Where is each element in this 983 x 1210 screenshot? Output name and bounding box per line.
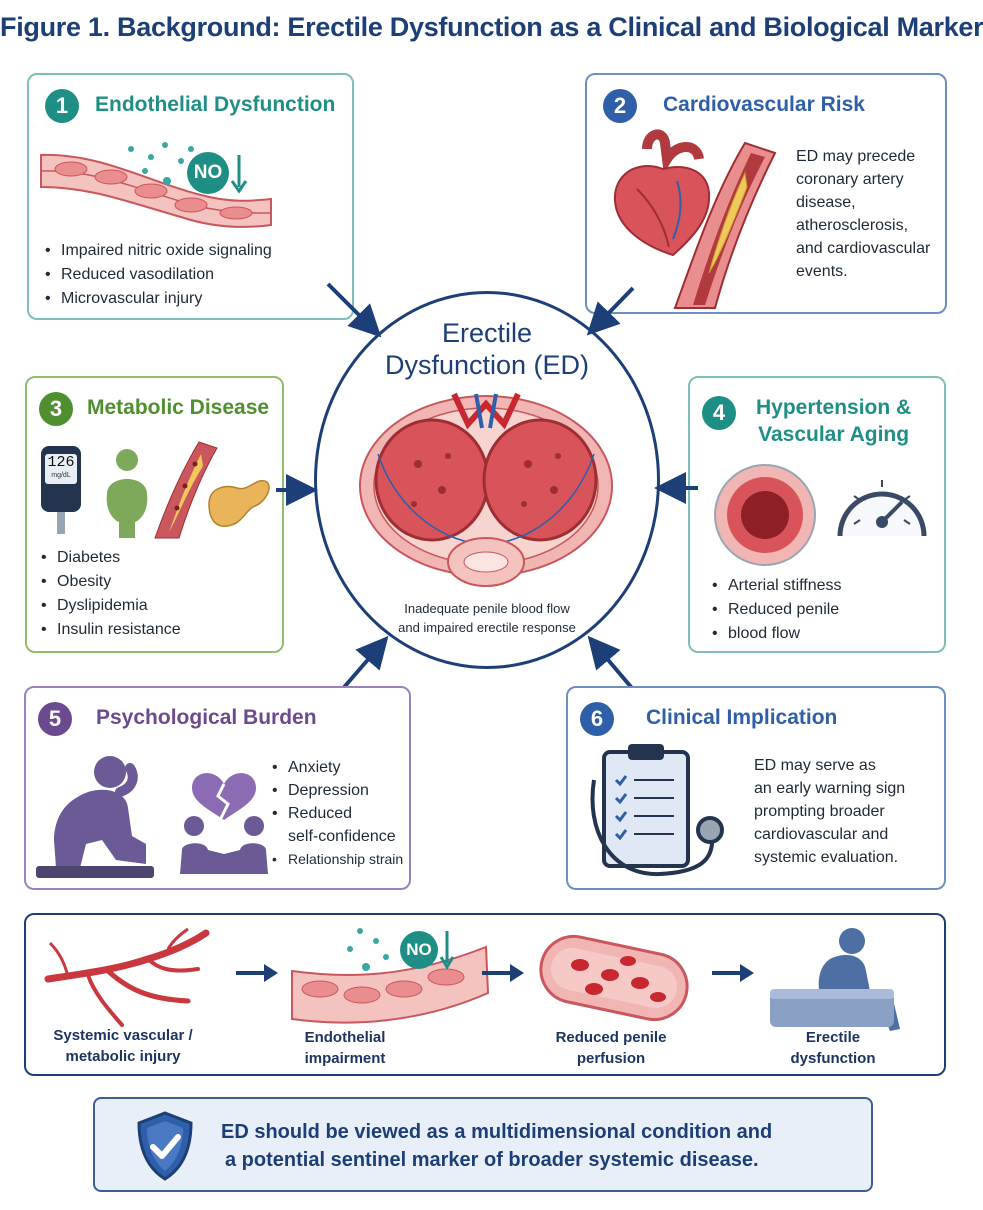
obesity-figure-icon xyxy=(106,449,148,538)
panel-title-psychological: Psychological Burden xyxy=(96,706,317,729)
flow-step-1-label: Systemic vascular / metabolic injury xyxy=(53,1027,193,1065)
bullet-item: Obesity xyxy=(39,570,181,594)
gauge-icon xyxy=(837,480,927,537)
glucose-meter: 126 mg/dL xyxy=(41,446,81,534)
flow-step-4-label: Erectile dysfunction xyxy=(790,1029,876,1067)
hypertension-bullets: Arterial stiffness Reduced penile blood … xyxy=(710,574,842,646)
conclusion-box: ED should be viewed as a multidimensiona… xyxy=(93,1097,873,1192)
glucose-display: 126 mg/dL xyxy=(45,454,77,484)
flow-down-arrow-icon xyxy=(439,931,455,970)
test-strip xyxy=(57,512,65,534)
panel-title-metabolic: Metabolic Disease xyxy=(87,396,270,419)
glucose-unit: mg/dL xyxy=(51,472,71,479)
bullet-item: Anxiety xyxy=(270,756,403,779)
bullet-item: Insulin resistance xyxy=(39,618,181,642)
panel-title-hypertension: Hypertension & Vascular Aging xyxy=(756,396,912,446)
bullet-item: Dyslipidemia xyxy=(39,594,181,618)
step-number-1: 1 xyxy=(45,89,79,123)
bullet-item: Diabetes xyxy=(39,546,181,570)
panel-metabolic-disease: 3 Metabolic Disease 126 mg/dL Diabetes O… xyxy=(25,376,284,653)
blood-vessel-network-icon xyxy=(44,927,210,1027)
bullet-item: blood flow xyxy=(710,622,842,646)
down-arrow-icon xyxy=(230,155,248,194)
bullet-item: Reduced vasodilation xyxy=(43,263,272,287)
clinical-text: ED may serve as an early warning sign pr… xyxy=(754,757,906,866)
endothelial-bullets: Impaired nitric oxide signaling Reduced … xyxy=(43,239,272,311)
bullet-item: Relationship strain xyxy=(270,848,403,871)
conclusion-text: ED should be viewed as a multidimensiona… xyxy=(221,1121,773,1171)
clogged-artery-icon xyxy=(154,441,218,539)
bullet-item: self-confidence xyxy=(288,828,396,845)
artery-cross-section-icon xyxy=(714,464,816,566)
panel-hypertension-aging: 4 Hypertension & Vascular Aging Arterial… xyxy=(688,376,946,653)
flow-no-badge: NO xyxy=(400,931,438,969)
bullet-item: Reduced xyxy=(270,802,403,825)
shield-check-icon xyxy=(137,1111,193,1181)
bullet-item: Depression xyxy=(270,779,403,802)
flow-arrows xyxy=(236,964,754,982)
heart-illustration xyxy=(613,129,711,257)
panel-psychological-burden: 5 Psychological Burden Anxiety Depressio… xyxy=(24,686,411,890)
step-number-6: 6 xyxy=(580,702,614,736)
seated-man-icon xyxy=(770,928,900,1031)
panel-endothelial-dysfunction: 1 Endothelial Dysfunction NO Impaired ni… xyxy=(27,73,354,320)
cardiovascular-text: ED may precede coronary artery disease, … xyxy=(796,148,931,280)
artery-plaque-illustration xyxy=(673,141,777,309)
endothelium-illustration xyxy=(40,142,272,228)
penile-cross-section-illustration xyxy=(359,392,613,587)
step-number-5: 5 xyxy=(38,702,72,736)
pathway-flow-panel: NO Systemic vascular / metabolic injury … xyxy=(24,913,946,1076)
clipboard-stethoscope-icon xyxy=(590,744,724,877)
flow-step-3-label: Reduced penile perfusion xyxy=(555,1029,667,1067)
pancreas-icon xyxy=(208,479,270,527)
couple-broken-heart-icon xyxy=(180,773,268,874)
panel-clinical-implication: 6 Clinical Implication ED may serve as a… xyxy=(566,686,946,890)
no-badge: NO xyxy=(187,152,229,194)
blood-vessel-cells-icon xyxy=(539,934,689,1022)
panel-title-endothelial: Endothelial Dysfunction xyxy=(95,93,336,116)
bullet-item: Arterial stiffness xyxy=(710,574,842,598)
panel-cardiovascular-risk: 2 Cardiovascular Risk ED may precede cor… xyxy=(585,73,947,314)
panel-title-clinical: Clinical Implication xyxy=(646,706,838,729)
glucose-value: 126 xyxy=(47,454,75,471)
bullet-item: Impaired nitric oxide signaling xyxy=(43,239,272,263)
step-number-3: 3 xyxy=(39,392,73,426)
bullet-item: Microvascular injury xyxy=(43,287,272,311)
panel-title-cardiovascular: Cardiovascular Risk xyxy=(663,93,865,116)
distressed-person-icon xyxy=(36,756,154,878)
endothelial-cells-icon xyxy=(291,928,490,1024)
step-number-4: 4 xyxy=(702,396,736,430)
metabolic-bullets: Diabetes Obesity Dyslipidemia Insulin re… xyxy=(39,546,181,642)
center-title: Erectile Dysfunction (ED) xyxy=(384,318,590,380)
figure-title: Figure 1. Background: Erectile Dysfuncti… xyxy=(0,12,983,42)
bullet-item: Reduced penile xyxy=(710,598,842,622)
center-caption: Inadequate penile blood flow and impaire… xyxy=(398,601,576,635)
psychological-bullets: Anxiety Depression Reduced self-confiden… xyxy=(270,756,403,871)
flow-step-2-label: Endothelial impairment xyxy=(304,1029,386,1067)
step-number-2: 2 xyxy=(603,89,637,123)
